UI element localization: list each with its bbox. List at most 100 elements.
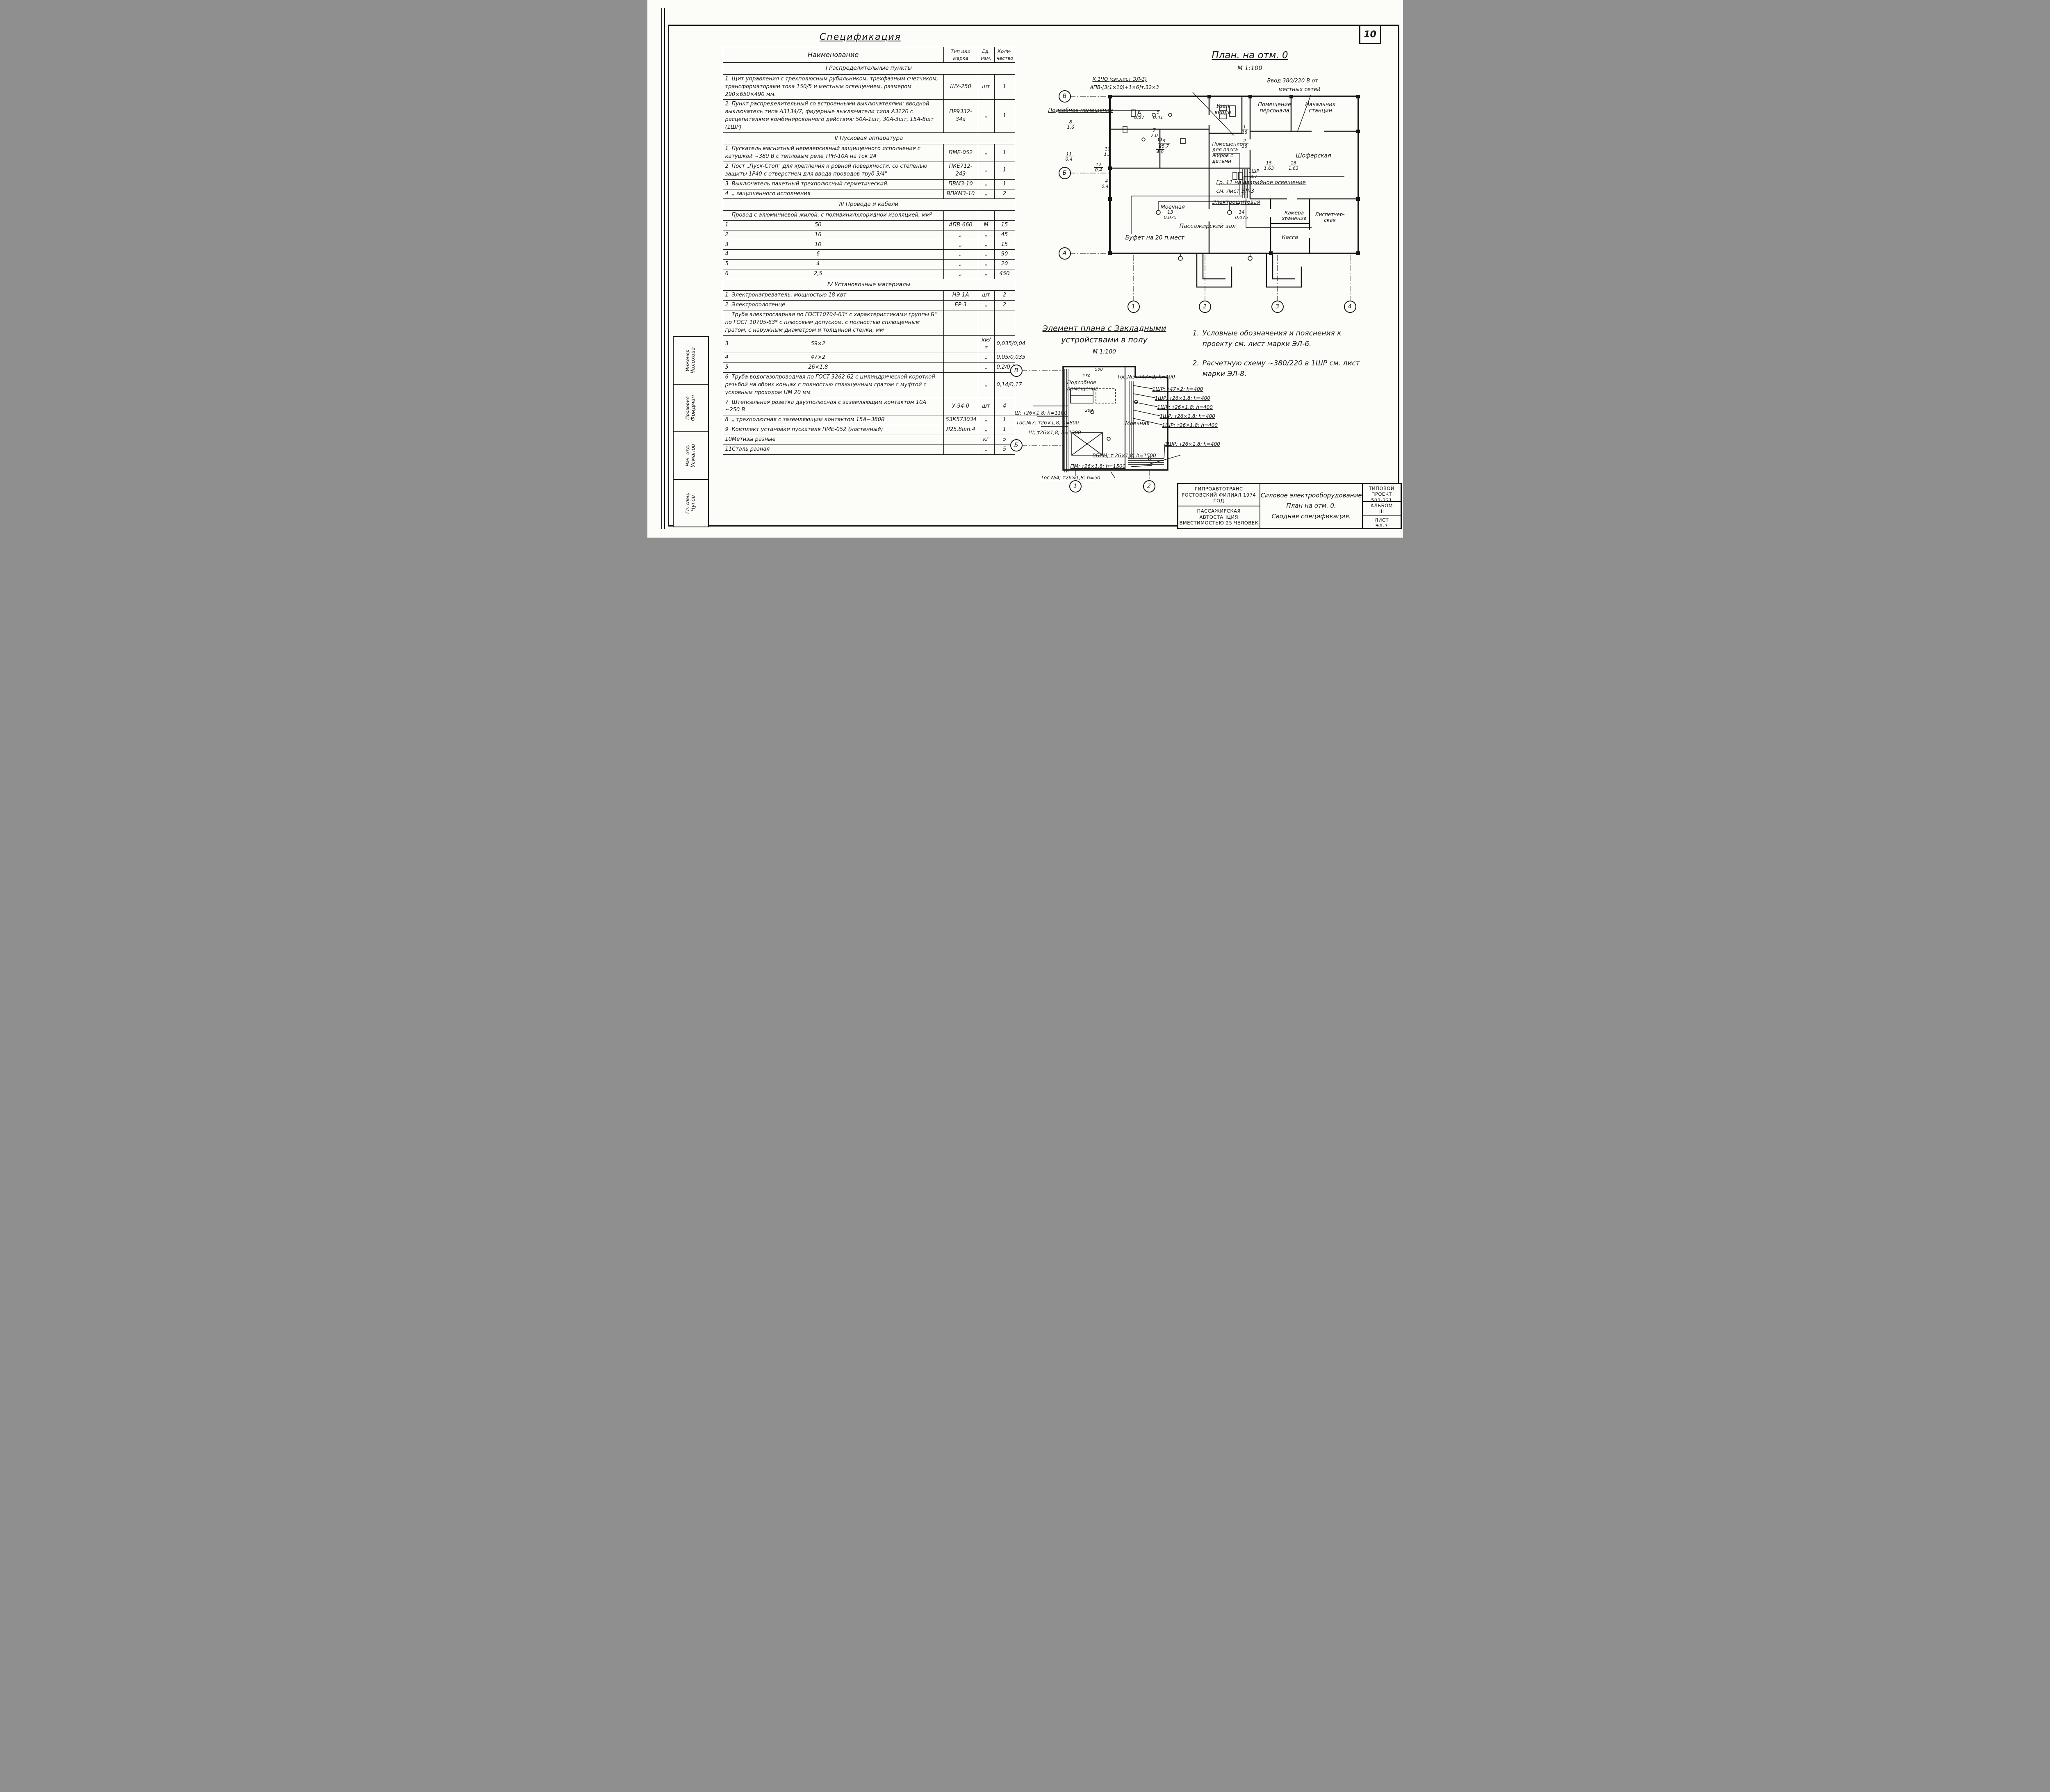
item-unit: км/т (977, 335, 995, 353)
item-unit: „ (977, 415, 995, 426)
drawing-subject-2: План на отм. 0. (1286, 502, 1336, 510)
axis-bubble-В: В (1058, 90, 1071, 103)
element-plan-drawing (1021, 366, 1180, 482)
room-label-passajiry: Помещение для пасса- жиров с детьми (1212, 141, 1243, 164)
axis-bubble-2: 2 (1198, 301, 1211, 313)
item-unit: „ (977, 189, 995, 199)
item-name: Пункт распределительный со встроенными в… (725, 101, 934, 130)
item-name: 6 (816, 251, 820, 258)
item-number: 4 (725, 354, 729, 361)
item-name: Сталь разная (732, 446, 770, 452)
item-qty: 1 (994, 162, 1015, 180)
item-type: ЕР-3 (943, 300, 978, 311)
col-header-type: Тип или марка (943, 46, 978, 63)
item-name: 10 (815, 241, 822, 248)
item-name: Метизы разные (732, 436, 776, 442)
room-label-podsobnoe: Подсобное помещение (1048, 107, 1113, 114)
axis-bubble-1: 1 (1069, 480, 1082, 492)
item-name: Выключатель пакетный трехполюсный гермет… (731, 180, 889, 187)
item-type (943, 372, 978, 398)
room-label-shoferskaya: Шоферская (1296, 153, 1331, 159)
callout-apv: АПВ-[3(1×10)+1×6]т.32×3 (1090, 84, 1159, 90)
item-unit: „ (977, 363, 995, 373)
item-name: 2,5 (813, 271, 822, 277)
section-row: II Пусковая аппаратура (722, 132, 1015, 145)
item-name: „ защищенного исполнения (731, 190, 811, 197)
item-number: 10 (725, 436, 732, 442)
item-unit: „ (977, 259, 995, 270)
title-block: ГИПРОАВТОТРАНС РОСТОВСКИЙ ФИЛИАЛ 1974 ГО… (1177, 483, 1402, 529)
item-qty: 45 (994, 230, 1015, 240)
room-label-electroshchitovaya: Электрощитовая (1212, 199, 1260, 205)
spec-header-row: Наименование Тип или марка Ед. изм. Коли… (722, 46, 1015, 63)
item-name: Пост „Пуск-Стоп" для крепления к ровной … (725, 163, 927, 177)
callout-sh1300: Ш; т26×1,8; h=1300 (1028, 430, 1081, 435)
item-name: 59×2 (811, 341, 826, 347)
binding-line-inner (664, 8, 665, 529)
callout-tos7: Тос.№7; т26×1,8; h=800 (1016, 420, 1079, 426)
item-type: Л25.8шп.4 (943, 425, 978, 435)
item-type: АПВ-660 (943, 220, 978, 230)
note-number: 1. (1192, 329, 1199, 337)
dim-200: 200 (1085, 408, 1093, 413)
item-name: 16 (815, 231, 822, 238)
plan-scale: М 1:100 (1237, 64, 1262, 72)
door-openings (1207, 115, 1324, 238)
axis-bubble-2: 2 (1143, 480, 1155, 492)
item-number: 3 (725, 241, 729, 248)
title-block-right: ТИПОВОЙ ПРОЕКТ 503-221 АЛЬБОМ III ЛИСТ Э… (1362, 484, 1401, 529)
drawing-subject-1: Силовое электрооборудование (1260, 491, 1362, 499)
note-number: 2. (1192, 359, 1199, 367)
item-type: „ (943, 249, 978, 260)
room-label-bufet: Буфет на 20 п.мест (1125, 235, 1184, 241)
item-unit: „ (977, 353, 995, 363)
item-unit: „ (977, 444, 995, 455)
item-type: ЩУ-250 (943, 74, 978, 100)
room-label-nachalnik: Начальник станции (1305, 102, 1336, 114)
callout-pm: ПМ; т26×1,8; h=1500 (1070, 463, 1126, 469)
item-unit: „ (977, 249, 995, 260)
stamp-name: Чугов (690, 495, 697, 511)
callout-vvod: Ввод 380/220 В от (1267, 78, 1318, 84)
item-unit: „ (977, 269, 995, 279)
element-plan-title-2: устройствами в полу (1061, 335, 1148, 344)
item-number: 3 (725, 341, 729, 347)
item-unit: шт (977, 290, 995, 301)
stamp-name: Усманов (690, 444, 697, 467)
item-number: 2 (725, 101, 729, 107)
page-number-box: 10 (1359, 25, 1381, 44)
stamp-entry: Гл. спец.Чугов (685, 480, 697, 527)
item-type: „ (943, 230, 978, 240)
note-item: 2.Расчетную схему ~380/220 в 1ШР см. лис… (1193, 358, 1373, 380)
callout-1shr: 1ШР; т26×1,8; h=400 (1157, 404, 1213, 410)
item-name: Труба электросварная по ГОСТ10704-63* с … (725, 312, 937, 333)
table-row: 11Сталь разная„5 (722, 444, 1015, 455)
stamp-cell: Нач. отд.Усманов (672, 431, 709, 480)
org-name: ГИПРОАВТОТРАНС РОСТОВСКИЙ ФИЛИАЛ 1974 ГО… (1182, 486, 1256, 504)
table-row: Провод с алюминиевой жилой, с поливинилх… (722, 210, 1015, 221)
item-unit: „ (977, 162, 995, 180)
item-unit: „ (977, 239, 995, 250)
spec-title: Спецификация (820, 32, 901, 42)
axis-lines-2 (1021, 370, 1149, 482)
sheet-frame (667, 25, 1399, 527)
room-label-moechnaya-2: Моечная (1125, 421, 1150, 427)
note-item: 1.Условные обозначения и пояснения к про… (1193, 328, 1373, 350)
item-type: ВПКМ3-10 (943, 189, 978, 199)
entrance-porches (1196, 253, 1302, 288)
item-name: 4 (816, 261, 820, 267)
